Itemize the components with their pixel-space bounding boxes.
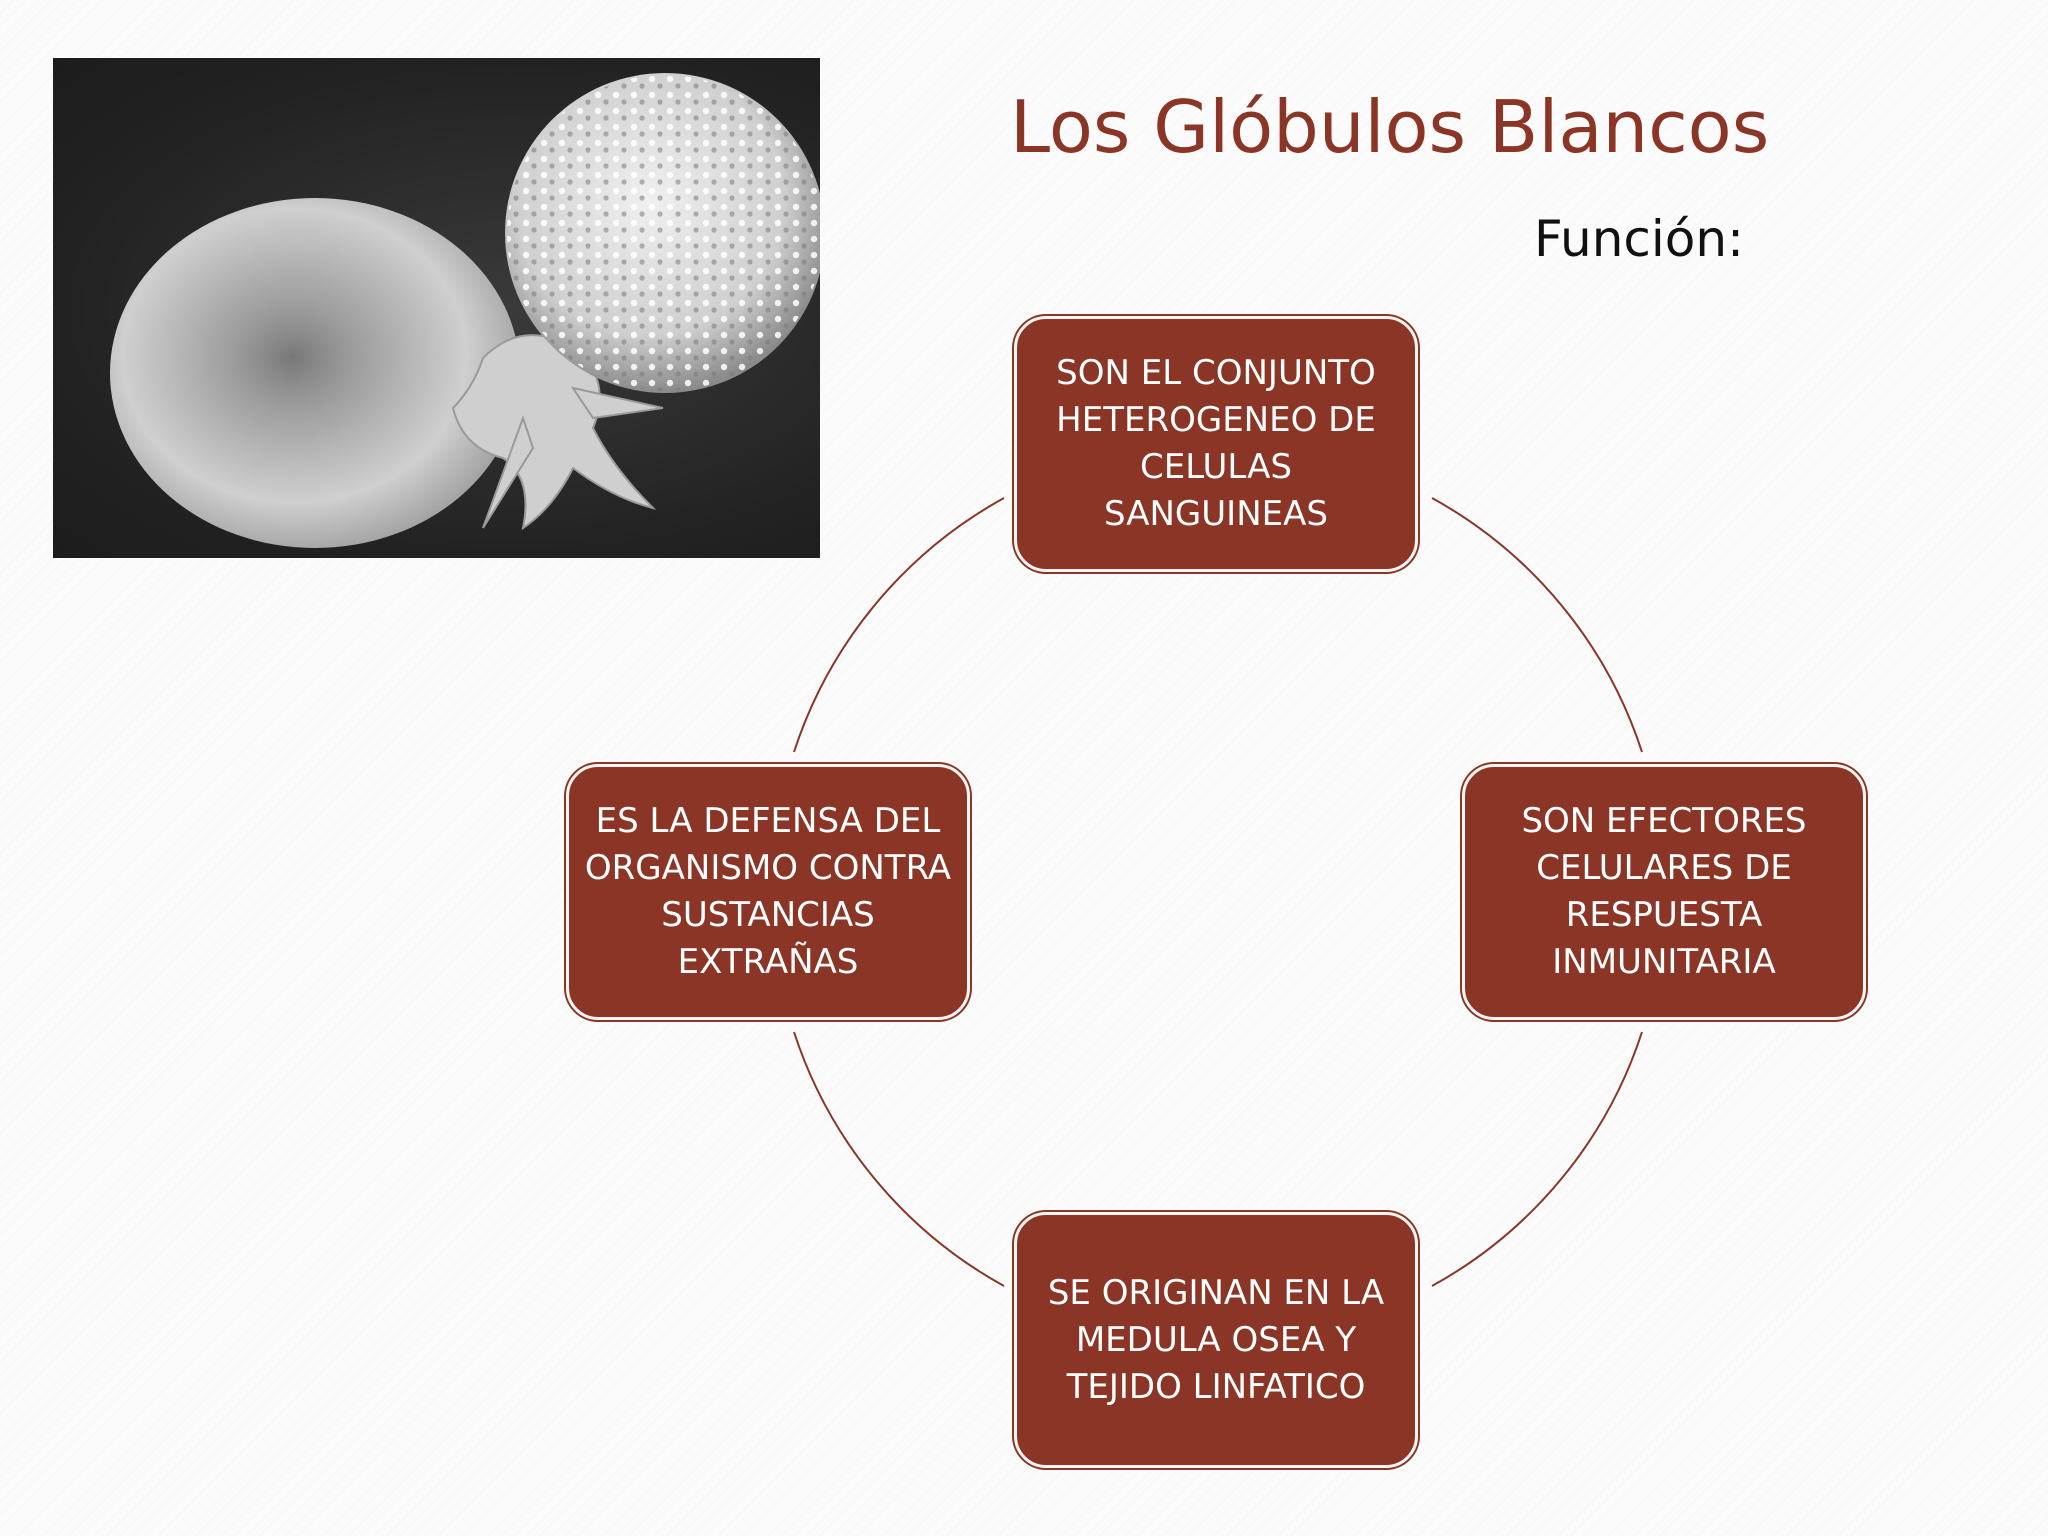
blood-cells-illustration	[110, 73, 820, 548]
page-title: Los Glóbulos Blancos	[1010, 85, 1770, 169]
arc-right-bottom	[1431, 1031, 1643, 1287]
cycle-node-top: SON EL CONJUNTO HETEROGENEO DE CELULAS S…	[1014, 316, 1418, 572]
white-cell-texture	[507, 75, 820, 391]
arc-top-right	[1431, 497, 1643, 753]
blood-cells-photo	[53, 58, 820, 558]
cycle-node-right: SON EFECTORES CELULARES DE RESPUESTA INM…	[1462, 764, 1866, 1020]
cycle-node-bottom: SE ORIGINAN EN LA MEDULA OSEA Y TEJIDO L…	[1014, 1212, 1418, 1468]
arc-bottom-left	[793, 1031, 1005, 1287]
cycle-node-left: ES LA DEFENSA DEL ORGANISMO CONTRA SUSTA…	[566, 764, 970, 1020]
subtitle: Función:	[1534, 210, 1744, 268]
platelet-shape	[451, 334, 664, 531]
red-cell-center	[173, 258, 413, 458]
arc-left-top	[793, 497, 1005, 753]
